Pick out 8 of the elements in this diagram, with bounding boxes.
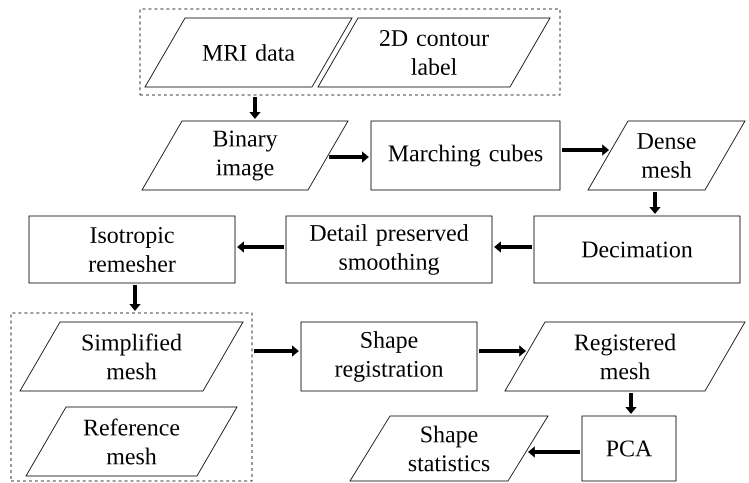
- process-box: Shape registration: [300, 322, 478, 392]
- dashed-group-box: [10, 312, 252, 482]
- process-box: Isotropic remesher: [28, 216, 236, 284]
- process-box: Decimation: [534, 216, 740, 284]
- dashed-group-box: [140, 8, 560, 96]
- process-box: PCA: [582, 416, 676, 482]
- process-box: Detail preserved smoothing: [286, 216, 492, 284]
- process-box: Marching cubes: [370, 120, 560, 190]
